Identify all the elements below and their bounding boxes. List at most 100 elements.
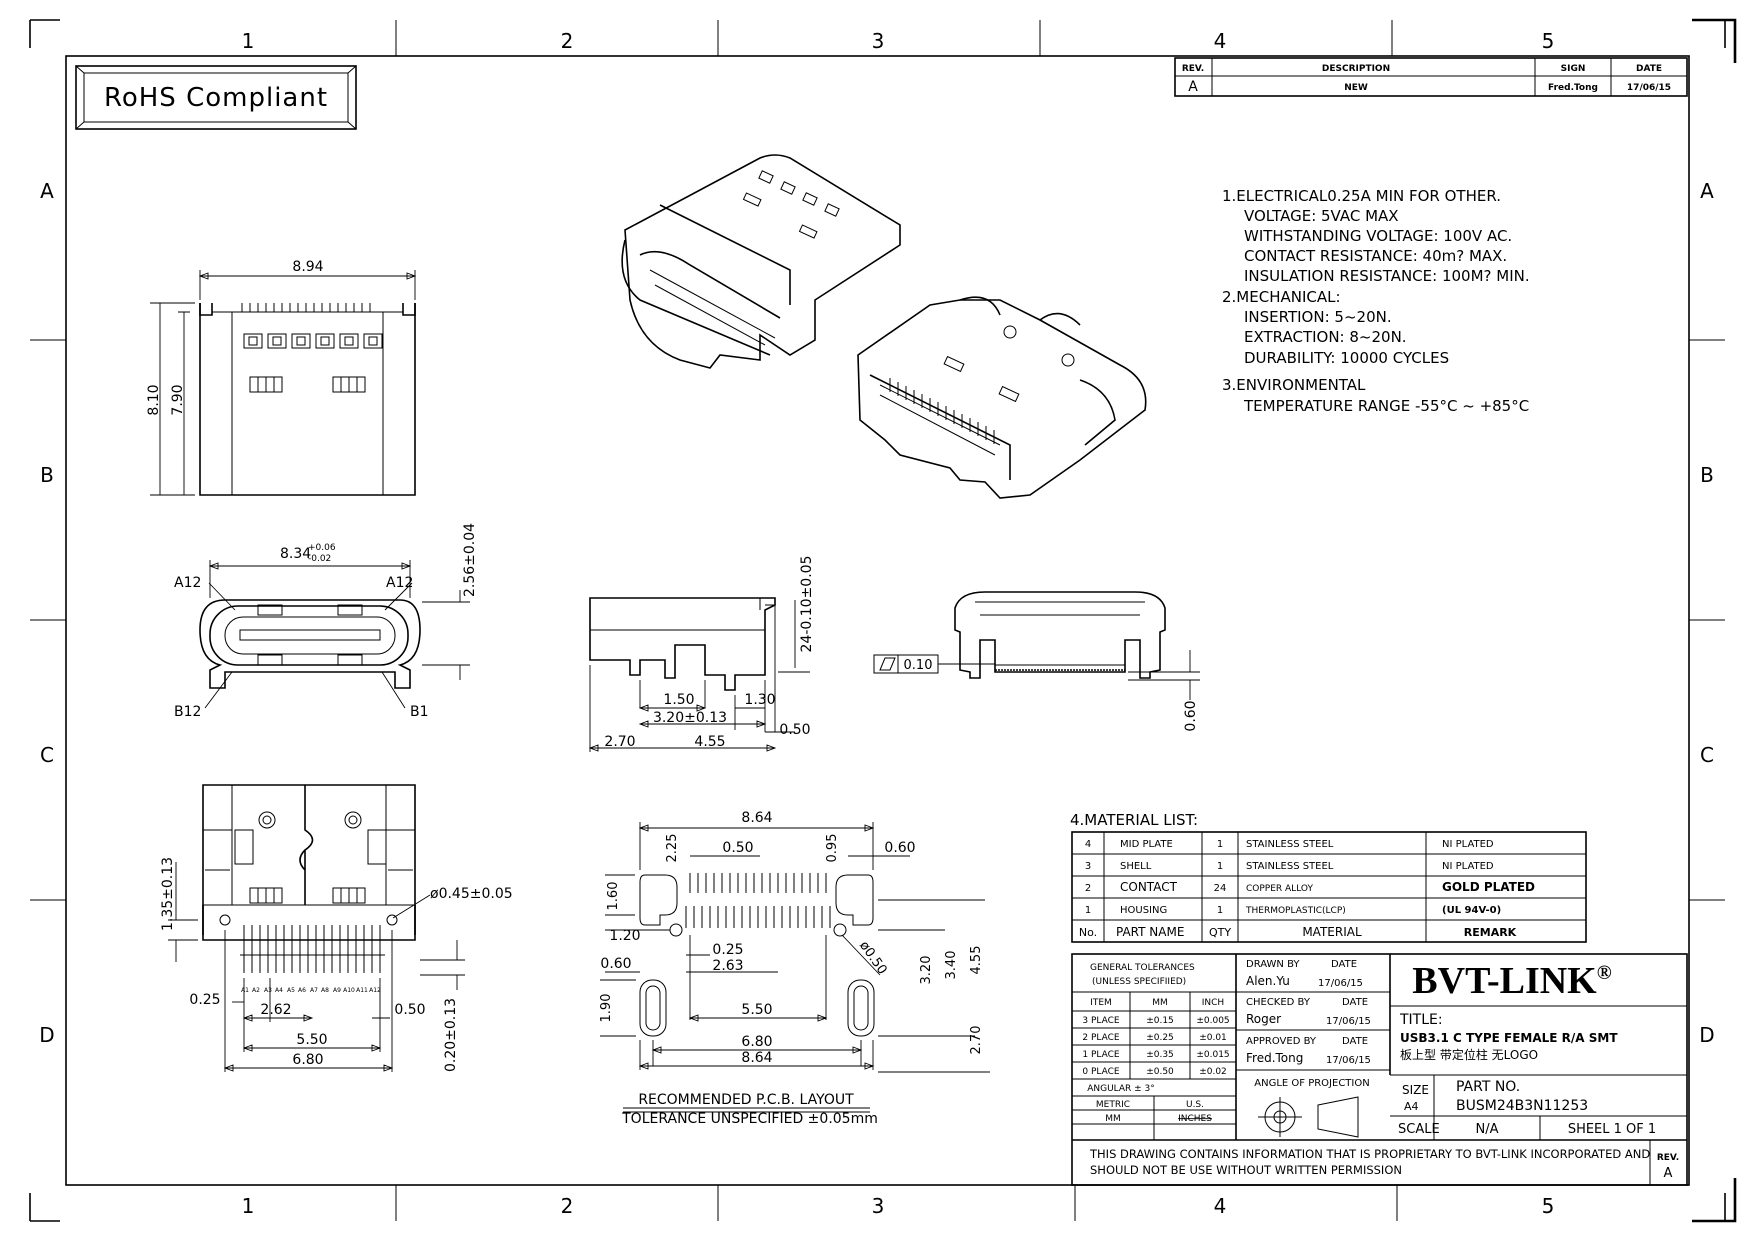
projection-symbol	[1258, 1096, 1359, 1138]
bottom-pin-label-11: A11	[356, 987, 368, 994]
material-row-1-no: 4	[1085, 839, 1091, 850]
part-no-label: PART NO.	[1456, 1079, 1520, 1095]
sheet-count: SHEEL 1 OF 1	[1568, 1122, 1656, 1137]
top-view-pins	[241, 303, 371, 312]
spec-line-9: DURABILITY: 10000 CYCLES	[1244, 349, 1449, 367]
pcb-dim-225: 2.25	[665, 834, 680, 863]
rohs-text: RoHS Compliant	[104, 83, 328, 113]
rev-row-desc: NEW	[1344, 83, 1368, 93]
material-row-3-remark: GOLD PLATED	[1442, 880, 1535, 894]
title-block: GENERAL TOLERANCES (UNLESS SPECIFIIED) I…	[1071, 953, 1688, 1186]
approved-by-label: APPROVED BY	[1246, 1036, 1317, 1047]
approved-date-label: DATE	[1342, 1036, 1368, 1047]
front-view-width-tol-dn: -0.02	[308, 554, 331, 564]
rev-header-rev: REV.	[1182, 64, 1204, 74]
col-top-3: 3	[872, 29, 885, 53]
bottom-pin-label-12: A12	[369, 987, 381, 994]
material-list: 4.MATERIAL LIST: 4 MID PLATE 1 STAINLESS…	[1070, 811, 1587, 943]
tol-row-4-mm: ±0.50	[1146, 1067, 1174, 1077]
bottom-view-dim-050: 0.50	[394, 1002, 425, 1018]
drawn-by-name: Alen.Yu	[1246, 974, 1290, 988]
row-right-b: B	[1700, 463, 1714, 487]
approved-by-name: Fred.Tong	[1246, 1051, 1303, 1065]
pcb-dim-060-left: 0.60	[600, 956, 631, 972]
col-bottom-3: 3	[872, 1194, 885, 1218]
bottom-view-dim-680: 6.80	[292, 1052, 323, 1068]
pcb-dim-060-top: 0.60	[884, 840, 915, 856]
material-header-material: MATERIAL	[1302, 925, 1362, 939]
row-right-d: D	[1699, 1023, 1714, 1047]
isometric-view-rear	[857, 296, 1147, 499]
material-row-4-remark: (UL 94V-0)	[1442, 905, 1501, 916]
bottom-view: A1 A2 A3 A4 A5 A6 A7 A8 A9 A10 A11 A12 1…	[160, 784, 513, 1072]
tol-row-2-mm: ±0.25	[1146, 1033, 1174, 1043]
front-view-label-a12-right: A12	[386, 575, 413, 591]
part-no-value: BUSM24B3N11253	[1456, 1098, 1588, 1114]
iso-rear-pins	[889, 378, 995, 444]
spec-line-8: EXTRACTION: 8~20N.	[1244, 328, 1407, 346]
side-view-dim-270: 2.70	[604, 734, 635, 750]
bottom-view-dim-135: 1.35±0.13	[160, 857, 176, 931]
pcb-dim-864-top: 8.64	[741, 810, 772, 826]
pcb-caption-1: RECOMMENDED P.C.B. LAYOUT	[638, 1092, 854, 1108]
bottom-pin-label-7: A7	[310, 987, 318, 994]
column-markers: 1 2 3 4 5 1 2 3 4 5	[242, 29, 1555, 1218]
tol-title-2: (UNLESS SPECIFIIED)	[1092, 977, 1186, 987]
pcb-dim-050-hole: ø0.50	[856, 939, 889, 978]
col-top-4: 4	[1214, 29, 1227, 53]
tol-inches: INCHES	[1178, 1114, 1212, 1124]
proprietary-notice-2: SHOULD NOT BE USE WITHOUT WRITTEN PERMIS…	[1090, 1163, 1402, 1177]
bottom-pin-label-6: A6	[298, 987, 306, 994]
size-label: SIZE	[1402, 1083, 1429, 1097]
col-bottom-2: 2	[561, 1194, 574, 1218]
bottom-view-pin-pads	[240, 925, 385, 973]
front-view: 8.34 +0.06 -0.02 2.56±0.04 A12 A12 B12 B…	[174, 523, 478, 720]
tol-header-mm: MM	[1152, 998, 1168, 1008]
spec-line-6: 2.MECHANICAL:	[1222, 288, 1341, 306]
material-row-1-material: STAINLESS STEEL	[1246, 839, 1334, 850]
material-header-no: No.	[1079, 926, 1097, 939]
pcb-dim-340: 3.40	[944, 951, 959, 980]
spec-line-7: INSERTION: 5~20N.	[1244, 308, 1392, 326]
col-bottom-5: 5	[1542, 1194, 1555, 1218]
bottom-view-pin-labels: A1 A2 A3 A4 A5 A6 A7 A8 A9 A10 A11 A12	[241, 987, 381, 994]
top-view-height-dim-1: 8.10	[146, 384, 162, 415]
col-top-5: 5	[1542, 29, 1555, 53]
projection-label: ANGLE OF PROJECTION	[1254, 1078, 1369, 1089]
tol-metric: METRIC	[1096, 1100, 1130, 1110]
title-label: TITLE:	[1399, 1012, 1443, 1028]
material-row-4-qty: 1	[1217, 905, 1223, 916]
top-view: 8.94 8.10 7.90	[146, 259, 417, 496]
scale-value: N/A	[1476, 1122, 1499, 1137]
material-header-name: PART NAME	[1116, 925, 1184, 939]
pcb-dim-320: 3.20	[919, 956, 934, 985]
spec-line-2: VOLTAGE: 5VAC MAX	[1244, 207, 1399, 225]
bottom-view-dim-262: 2.62	[260, 1002, 291, 1018]
rear-view-flatness-value: 0.10	[904, 658, 933, 673]
pcb-dim-160: 1.60	[606, 882, 621, 911]
tol-row-3-mm: ±0.35	[1146, 1050, 1174, 1060]
iso-front-pin-windows	[742, 170, 840, 239]
scale-label: SCALE	[1398, 1122, 1440, 1137]
pcb-layout: 8.64 2.25 0.50 0.95 0.60 1.60 1.20 0.25 …	[599, 810, 990, 1127]
tol-mm: MM	[1105, 1114, 1121, 1124]
drawn-by-label: DRAWN BY	[1246, 959, 1300, 970]
tol-header-inch: INCH	[1202, 998, 1224, 1008]
tol-row-1-item: 3 PLACE	[1082, 1016, 1120, 1026]
pcb-dim-120: 1.20	[609, 928, 640, 944]
isometric-view-front	[621, 154, 901, 369]
tol-angular: ANGULAR ± 3°	[1087, 1084, 1155, 1094]
front-view-height-dim: 2.56±0.04	[462, 523, 478, 597]
pcb-dim-550: 5.50	[741, 1002, 772, 1018]
pcb-dim-190: 1.90	[599, 994, 614, 1023]
material-row-3-qty: 24	[1214, 883, 1227, 894]
pcb-dim-455: 4.55	[969, 946, 984, 975]
side-view: 1.50 1.30 3.20±0.13 0.50 2.70 4.55 24-0.…	[588, 556, 815, 752]
bottom-pin-label-9: A9	[333, 987, 341, 994]
tol-us: U.S.	[1186, 1100, 1204, 1110]
side-view-dim-320: 3.20±0.13	[653, 710, 727, 726]
tol-row-2-inch: ±0.01	[1199, 1033, 1227, 1043]
top-view-windows	[243, 333, 383, 393]
spec-line-5: INSULATION RESISTANCE: 100M? MIN.	[1244, 267, 1530, 285]
